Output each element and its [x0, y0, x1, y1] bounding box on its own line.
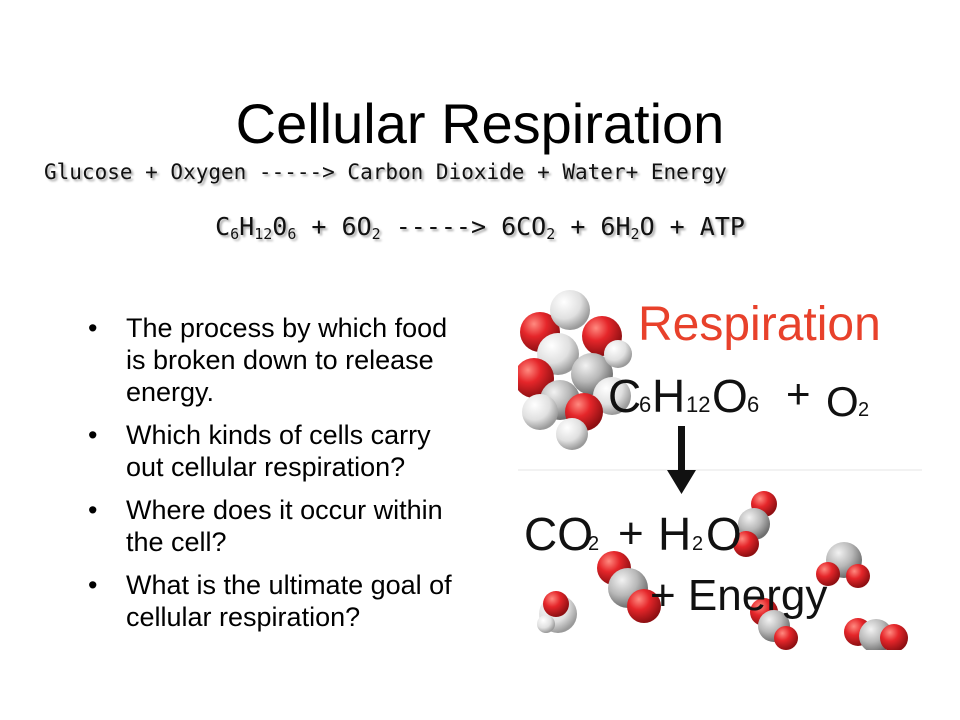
svg-text:+: +: [786, 370, 811, 417]
chemical-equation: C6H1206 + 6O2 -----> 6CO2 + 6H2O + ATP: [215, 212, 745, 243]
svg-text:H: H: [652, 370, 685, 422]
svg-text:6: 6: [639, 392, 651, 417]
svg-text:O: O: [826, 378, 859, 425]
svg-text:H: H: [658, 508, 691, 560]
bullet-icon: •: [88, 570, 98, 600]
glucose-molecule-icon: [518, 290, 632, 450]
svg-text:C: C: [608, 370, 641, 422]
svg-text:+ Energy: + Energy: [650, 571, 827, 620]
svg-text:12: 12: [686, 392, 710, 417]
bullet-item: •Which kinds of cells carry out cellular…: [88, 420, 431, 482]
bullet-item: •The process by which food is broken dow…: [88, 313, 448, 407]
co2-molecule-icon: [733, 491, 777, 557]
h2o-molecule-icon: [816, 542, 870, 588]
bullet-icon: •: [88, 420, 98, 450]
svg-text:2: 2: [692, 533, 703, 555]
co2-molecule-icon: [597, 551, 661, 623]
co2-molecule-icon: [750, 598, 798, 650]
word-equation: Glucose + Oxygen -----> Carbon Dioxide +…: [44, 160, 727, 184]
bullet-item: •What is the ultimate goal of cellular r…: [88, 570, 452, 632]
svg-text:2: 2: [588, 533, 599, 555]
svg-text:2: 2: [858, 399, 869, 421]
slide-title: Cellular Respiration: [235, 92, 725, 155]
reactants-formula: C 6 H 12 O 6 + O 2: [608, 370, 869, 425]
bullet-list: •The process by which food is broken dow…: [86, 312, 466, 644]
co2-molecule-icon: [844, 618, 908, 650]
figure-heading: Respiration: [638, 298, 881, 351]
respiration-diagram: Respiration C 6 H 12 O 6 + O 2: [518, 290, 922, 650]
bullet-icon: •: [88, 313, 98, 343]
svg-text:CO: CO: [524, 508, 593, 560]
h2o-molecule-icon: [537, 591, 577, 633]
svg-text:O: O: [712, 370, 748, 422]
bullet-item: •Where does it occur within the cell?: [88, 495, 443, 557]
reaction-arrow-icon: [667, 426, 696, 494]
respiration-figure: Respiration C 6 H 12 O 6 + O 2: [518, 288, 922, 650]
svg-text:+: +: [618, 509, 644, 558]
svg-text:6: 6: [747, 392, 759, 417]
bullet-icon: •: [88, 495, 98, 525]
products-formula: CO 2 + H 2 O + Energy: [524, 508, 827, 620]
svg-text:O: O: [706, 508, 742, 560]
